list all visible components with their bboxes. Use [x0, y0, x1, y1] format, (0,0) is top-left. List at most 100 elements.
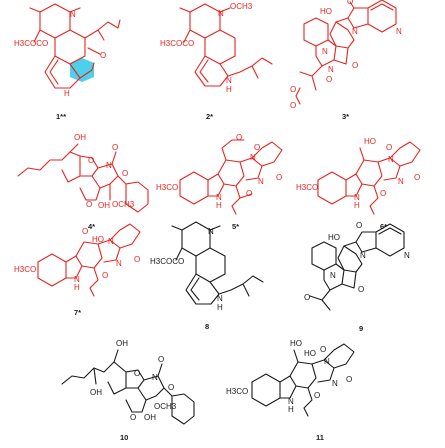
- label-n-pip: N: [328, 65, 334, 74]
- structure-10: [61, 349, 195, 425]
- labels-2: H3COCO N OCH3 N H: [160, 2, 253, 94]
- label-oh-bottom: OH: [98, 201, 110, 210]
- label-n-indole: N: [226, 76, 232, 85]
- label-n-indoline: N: [322, 47, 328, 56]
- structure-6: [317, 141, 421, 215]
- label-oh-bottom: OH: [144, 413, 156, 422]
- label-ho-top: HO: [290, 339, 302, 348]
- label-o-pip: O: [352, 61, 358, 70]
- label-h: H: [216, 201, 222, 210]
- labels-8: N H3COCO N H: [150, 227, 223, 312]
- label-n: N: [352, 27, 358, 36]
- label-o-top: O: [82, 227, 88, 236]
- structure-4: [17, 143, 149, 213]
- structure-2: [179, 3, 273, 87]
- label-oh: OH: [74, 133, 86, 142]
- label-o-right: O: [276, 173, 282, 182]
- label-o: O: [100, 51, 106, 60]
- label-n-quin: N: [404, 251, 410, 260]
- label-h: H: [64, 89, 70, 98]
- label-ho: HO: [328, 233, 340, 242]
- label-o-top: O: [347, 0, 353, 6]
- label-ch3coo: H3COCO: [160, 39, 194, 48]
- structure-3: [295, 0, 397, 105]
- label-n-diketo: N: [324, 357, 330, 366]
- label-o-lactone: O: [86, 200, 92, 209]
- labels-4: OH O N O O OH OCH3 O: [74, 133, 135, 210]
- label-n-pyrrol: N: [116, 259, 122, 268]
- structure-7: [37, 223, 141, 297]
- label-o-lactam: O: [304, 293, 310, 302]
- label-o-bottom: O: [102, 271, 108, 280]
- label-och3: OCH3: [112, 200, 135, 209]
- label-h: H: [226, 85, 232, 94]
- labels-5: O N O N O N H3CO H O: [156, 133, 282, 210]
- label-ch3coo: H3COCO: [150, 257, 184, 266]
- label-n: N: [360, 251, 366, 260]
- label-o-top: O: [254, 143, 260, 152]
- label-o-methoxy: O: [290, 101, 296, 110]
- label-n: N: [152, 373, 158, 382]
- compound-number-9: 9: [359, 324, 363, 333]
- label-oh-top: OH: [116, 339, 128, 348]
- label-n-diketo: N: [250, 153, 256, 162]
- label-h: H: [288, 405, 294, 414]
- label-n-indole: N: [354, 193, 360, 202]
- highlight-ring: [70, 58, 94, 82]
- labels-1: H3COCO N H O: [14, 10, 106, 98]
- label-oh-mid: OH: [90, 388, 102, 397]
- label-ho-second: HO: [304, 349, 316, 358]
- label-ho: HO: [320, 7, 332, 16]
- label-n-indole: N: [288, 397, 294, 406]
- label-o-benzoyl: O: [122, 169, 128, 178]
- label-h3co: H3CO: [14, 265, 36, 274]
- compound-number-10: 10: [120, 433, 128, 442]
- labels-6: HO O N O N H3CO N H O: [296, 137, 420, 210]
- label-o-ethoxy: O: [236, 133, 242, 142]
- structure-5: [179, 139, 283, 215]
- labels-3: O N N HO N N O O O O: [290, 0, 402, 110]
- label-o-ring: O: [134, 369, 140, 378]
- label-o-top: O: [320, 345, 326, 354]
- label-n: N: [218, 9, 224, 18]
- label-o-lactone: O: [130, 413, 136, 422]
- label-h3co: H3CO: [296, 183, 318, 192]
- label-o-pip: O: [358, 285, 364, 294]
- label-n-indole: N: [216, 193, 222, 202]
- label-n-pyrrol: N: [258, 177, 264, 186]
- label-n-pyrrol: N: [398, 177, 404, 186]
- label-h3co: H3CO: [156, 183, 178, 192]
- label-h: H: [74, 283, 80, 292]
- labels-7: O HO N O N H3CO N H O: [14, 227, 140, 292]
- compound-number-8: 8: [205, 322, 209, 331]
- label-h3co: H3CO: [226, 387, 248, 396]
- labels-11: HO HO O N O N H3CO N H O: [226, 339, 352, 414]
- label-n-quin: N: [396, 27, 402, 36]
- label-och3: OCH3: [154, 402, 177, 411]
- structure-8: [171, 221, 264, 305]
- label-n-indole: N: [74, 275, 80, 284]
- compound-number-2: 2*: [206, 112, 213, 121]
- label-n: N: [208, 227, 214, 236]
- label-o-right: O: [346, 375, 352, 384]
- label-och3: OCH3: [230, 2, 253, 11]
- label-n: N: [70, 10, 76, 19]
- label-o-ring: O: [88, 156, 94, 165]
- label-n: N: [106, 161, 112, 170]
- label-o-bottom: O: [246, 189, 252, 198]
- structure-9: [309, 223, 405, 311]
- compound-number-7: 7*: [74, 308, 81, 317]
- label-o-top: O: [356, 221, 362, 230]
- label-ho: HO: [364, 137, 376, 146]
- label-o-amide: O: [326, 75, 332, 84]
- label-o-top: O: [386, 143, 392, 152]
- label-ho: HO: [92, 235, 104, 244]
- compound-number-11: 11: [316, 433, 324, 442]
- label-n-diketo: N: [108, 237, 114, 246]
- compound-number-3: 3*: [342, 112, 349, 121]
- label-o-ester: O: [290, 85, 296, 94]
- label-o-bottom: O: [380, 189, 386, 198]
- structure-1: [29, 3, 121, 89]
- label-o-bottom: O: [314, 391, 320, 400]
